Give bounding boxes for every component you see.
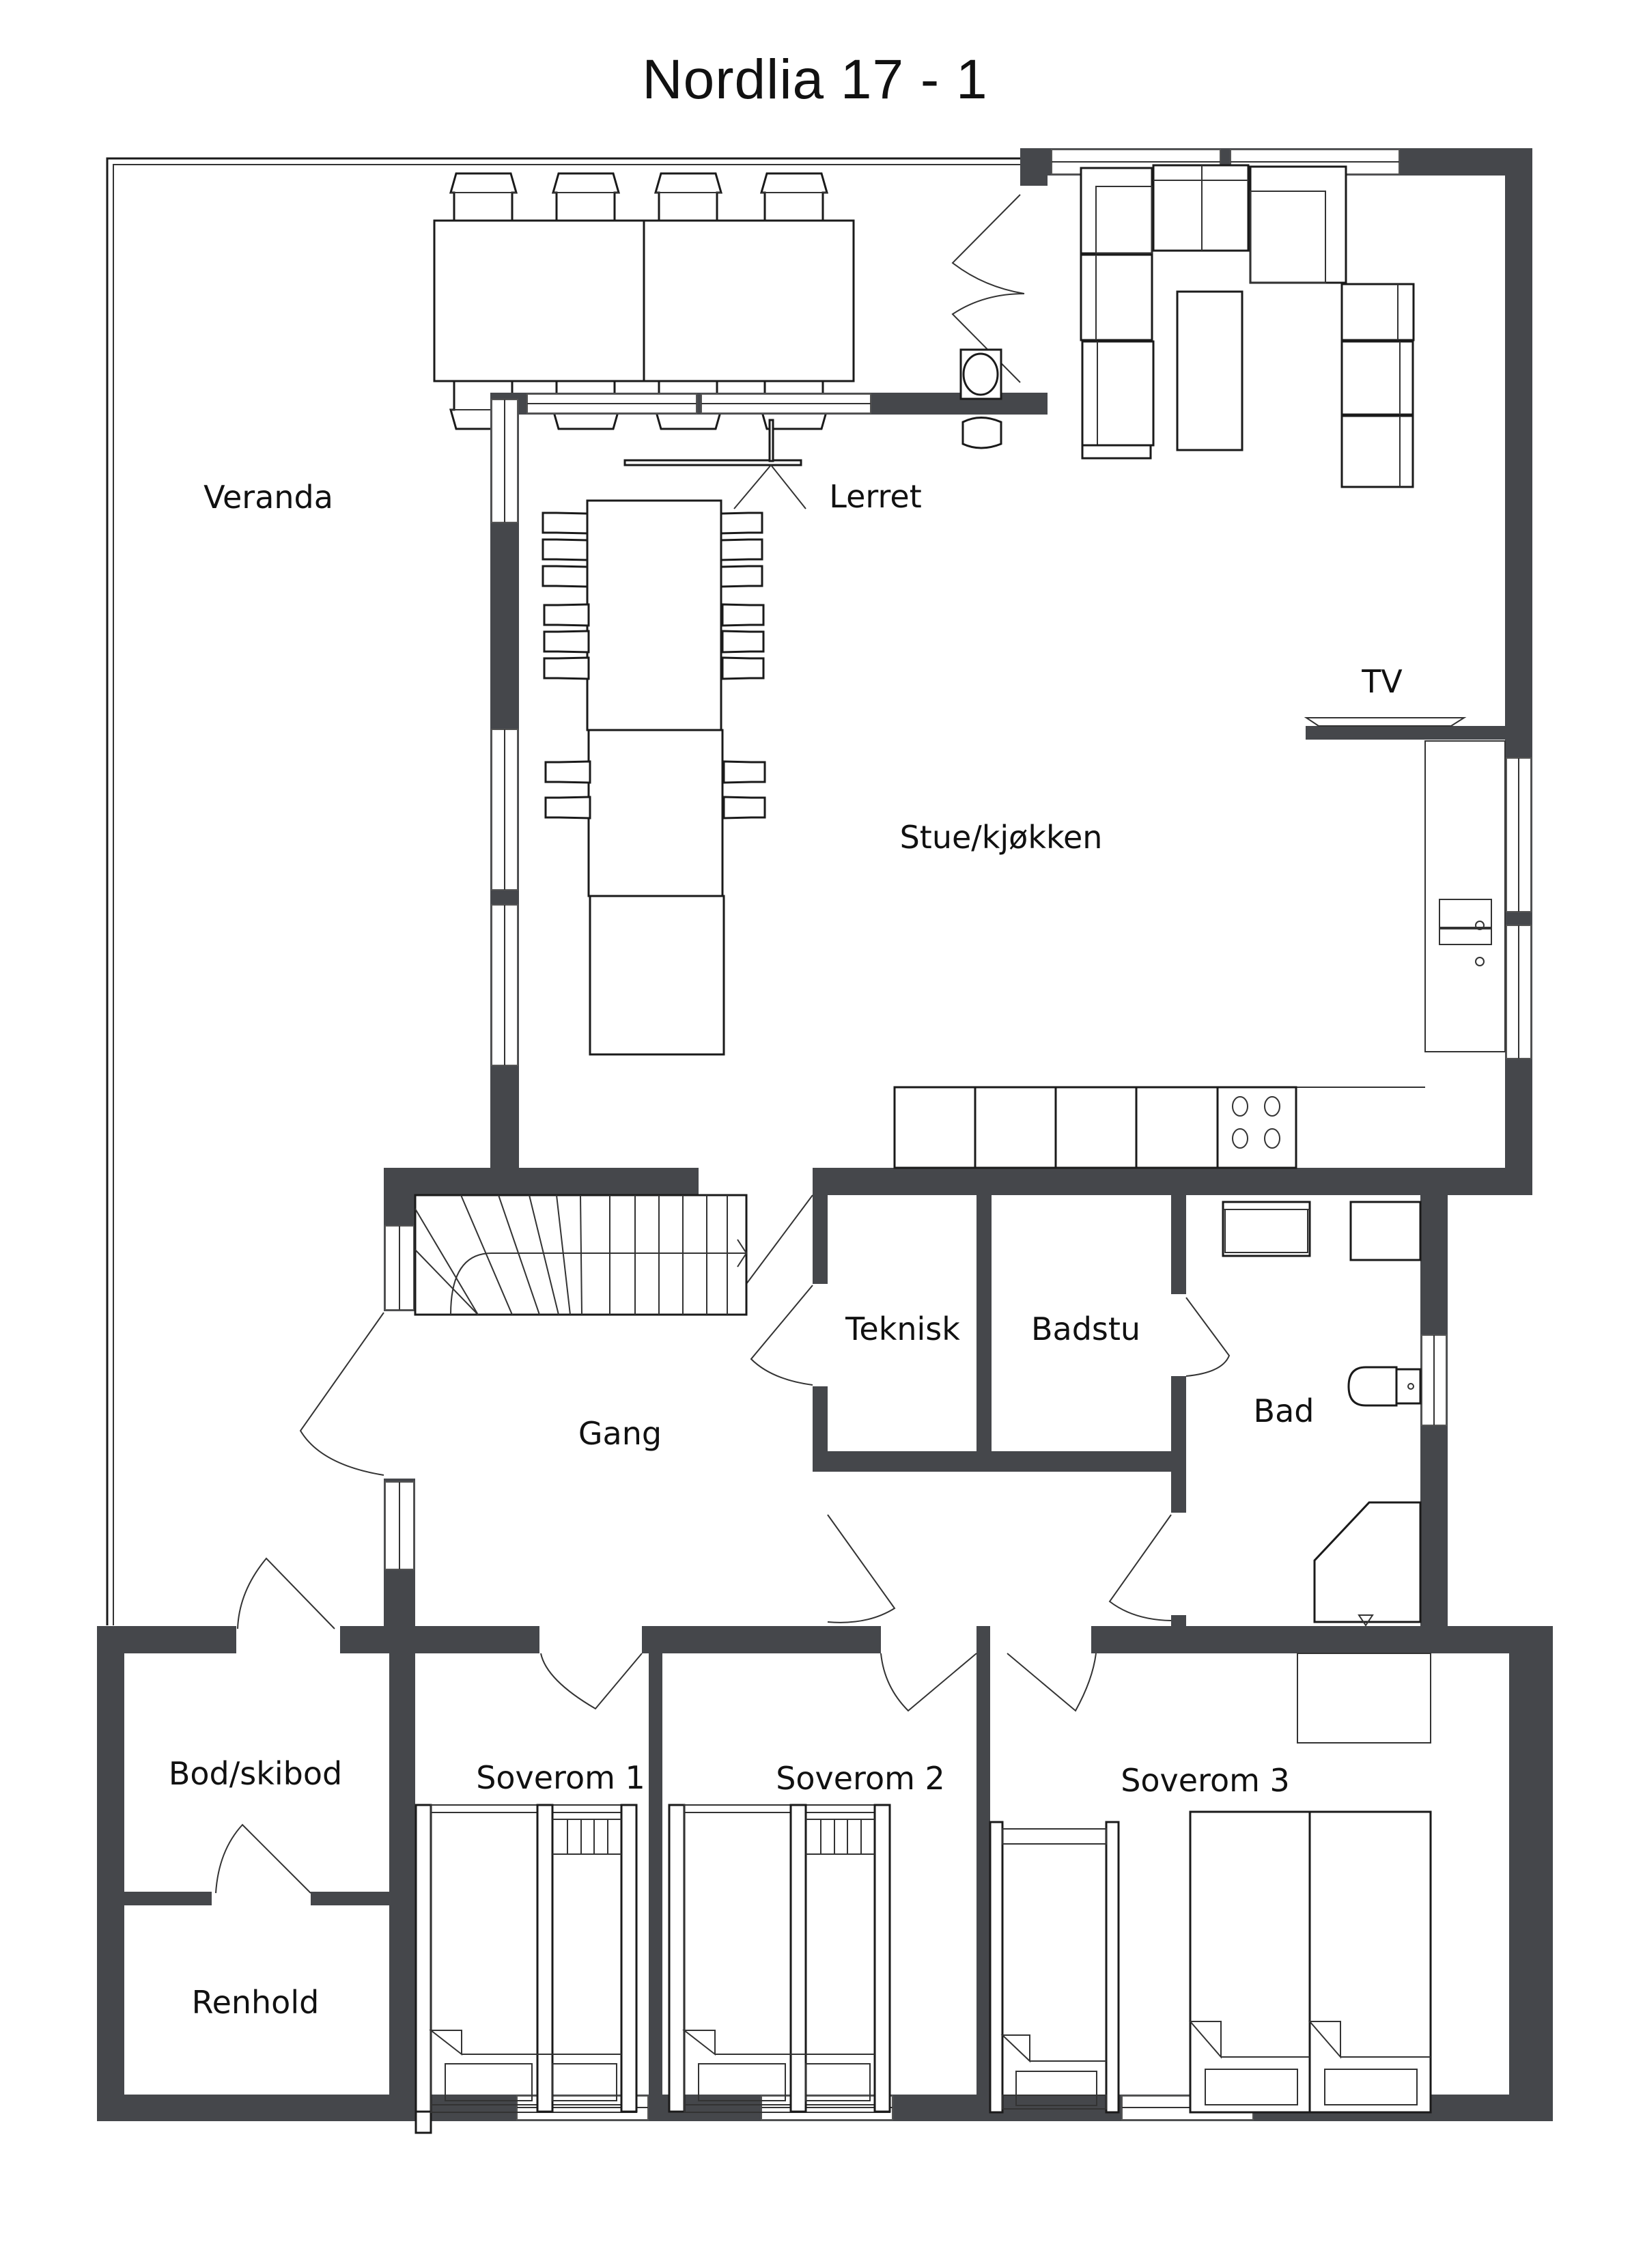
staircase <box>414 1194 748 1316</box>
room-label-teknisk: Teknisk <box>845 1311 960 1347</box>
kitchen-counter <box>893 740 1506 1169</box>
room-label-gang: Gang <box>578 1415 662 1452</box>
projector-screen <box>623 419 806 509</box>
bunk-bed-soverom-1 <box>414 1804 638 2134</box>
room-label-soverom-2: Soverom 2 <box>776 1760 945 1797</box>
sofa-set <box>1080 164 1415 488</box>
outdoor-dining-set <box>433 172 855 430</box>
beds-soverom-3 <box>989 1653 1432 2114</box>
room-label-veranda: Veranda <box>203 479 333 516</box>
bunk-bed-soverom-2 <box>668 1804 891 2113</box>
door-openings <box>212 186 1186 1905</box>
tv-unit <box>1304 717 1467 727</box>
bathroom-fixtures <box>1222 1201 1422 1627</box>
room-label-badstu: Badstu <box>1030 1311 1141 1347</box>
dining-table-set <box>542 499 766 1056</box>
room-label-bad: Bad <box>1253 1392 1315 1429</box>
armchair-and-side-table <box>959 348 1002 449</box>
door-swings <box>215 194 1231 1894</box>
plan-title: Nordlia 17 - 1 <box>642 48 988 111</box>
room-label-soverom-3: Soverom 3 <box>1121 1762 1290 1799</box>
room-label-stue-kjokken: Stue/kjøkken <box>899 819 1103 856</box>
room-label-bod-skibod: Bod/skibod <box>168 1755 343 1792</box>
room-label-renhold: Renhold <box>191 1984 320 2021</box>
room-label-soverom-1: Soverom 1 <box>476 1759 645 1796</box>
label-tv: TV <box>1362 663 1403 700</box>
label-lerret: Lerret <box>829 478 922 515</box>
veranda-outline <box>106 157 1024 1625</box>
